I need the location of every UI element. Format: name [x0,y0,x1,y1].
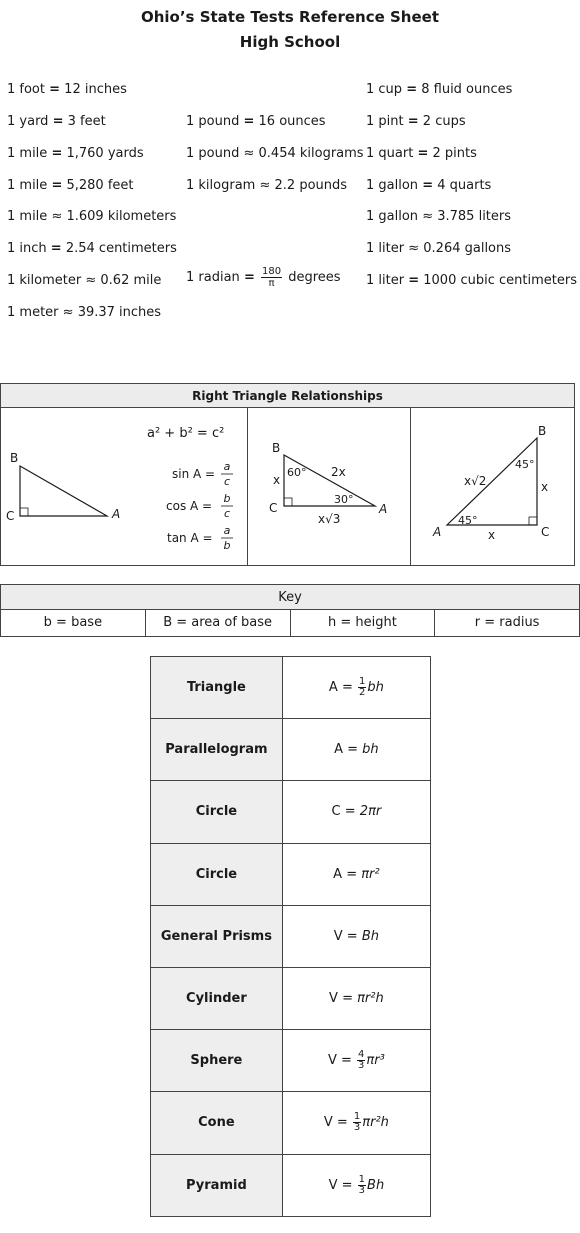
vertex-label-b: B [538,424,546,438]
section-divider [410,408,411,565]
angle-60-label: 60° [287,466,307,479]
hypotenuse-label: 2x [331,465,346,479]
conversion-quart-pints: 1 quart = 2 pints [366,146,477,161]
vertex-label-c: C [6,509,14,523]
sin-formula: sin A = a c [172,460,233,488]
triangle-30-60-90: B C A 60° 30° 2x x x√3 [269,441,387,526]
conversion-mile-kilometers: 1 mile ≈ 1.609 kilometers [7,209,177,224]
short-leg-label: x [273,473,280,487]
right-triangle-section: Right Triangle Relationships B C A a² + … [0,383,575,566]
cos-label: cos A = [166,499,212,513]
formula-expression: A = bh [281,718,432,782]
formula-expression: V = πr²h [281,966,432,1031]
sin-label: sin A = [172,467,215,481]
page-subtitle: High School [239,33,341,51]
conversion-cup-ounces: 1 cup = 8 fluid ounces [366,82,513,97]
formula-expression: V = Bh [281,904,432,968]
formula-name: Parallelogram [150,718,283,782]
key-item-area-of-base: B = area of base [146,610,291,636]
key-row: b = base B = area of base h = height r =… [1,610,579,636]
tan-formula: tan A = a b [167,524,233,552]
conversion-pound-ounces: 1 pound = 16 ounces [186,114,326,129]
sin-num: a [224,460,231,473]
vertex-label-c: C [541,525,549,539]
formula-name: Circle [150,842,283,906]
key-section: Key b = base B = area of base h = height… [0,584,580,637]
vertex-label-a: A [111,507,120,521]
conversion-liter-cubic-cm: 1 liter = 1000 cubic centimeters [366,273,577,288]
formula-name: General Prisms [150,904,283,968]
formula-expression: A = πr² [281,842,432,906]
conversion-gallon-liters: 1 gallon ≈ 3.785 liters [366,209,512,224]
conversion-meter-inches: 1 meter ≈ 39.37 inches [7,305,162,320]
key-item-base: b = base [1,610,146,636]
page-title: Ohio’s State Tests Reference Sheet [140,8,439,26]
key-header: Key [1,585,579,610]
formula-name: Cone [150,1091,283,1155]
tan-label: tan A = [167,531,213,545]
long-leg-label: x√3 [318,512,340,526]
conversion-yard-feet: 1 yard = 3 feet [7,114,106,129]
conversion-pound-kilograms: 1 pound ≈ 0.454 kilograms [186,146,364,161]
key-item-height: h = height [291,610,436,636]
vertical-leg-label: x [541,480,548,494]
formula-expression: C = 2πr [281,780,432,844]
conversion-kilogram-pounds: 1 kilogram ≈ 2.2 pounds [186,178,348,193]
cos-num: b [224,492,231,505]
conversion-kilometer-mile: 1 kilometer ≈ 0.62 mile [7,273,162,288]
table-row: Parallelogram A = bh [150,718,432,782]
vertex-label-b: B [272,441,280,455]
key-item-radius: r = radius [474,615,540,630]
tan-den: b [224,539,231,552]
sin-den: c [224,475,230,488]
angle-30-label: 30° [334,493,354,506]
vertex-label-a: A [432,525,441,539]
vertex-label-a: A [378,502,387,516]
pythagorean-theorem: a² + b² = c² [147,426,224,441]
conversion-pint-cups: 1 pint = 2 cups [366,114,466,129]
conversion-liter-gallons: 1 liter ≈ 0.264 gallons [366,241,512,256]
cos-den: c [224,507,230,520]
section-divider [247,408,248,565]
conversion-inch-centimeters: 1 inch = 2.54 centimeters [7,241,177,256]
conversion-mile-yards: 1 mile = 1,760 yards [7,146,144,161]
vertex-label-c: C [269,501,277,515]
formula-name: Triangle [150,655,283,720]
formula-name: Sphere [150,1029,283,1093]
conversion-foot-inches: 1 foot = 12 inches [7,82,127,97]
triangle-45-45-90: B C A 45° 45° x√2 x x [432,424,549,542]
formula-name: Circle [150,780,283,844]
formula-name: Cylinder [150,966,283,1031]
table-row: Circle A = πr² [150,842,432,906]
conversion-gallon-quarts: 1 gallon = 4 quarts [366,178,492,193]
tan-num: a [224,524,231,537]
angle-45-bottom-label: 45° [458,514,478,527]
right-triangle-diagrams: B C A a² + b² = c² sin A = a c cos A = b… [6,424,549,552]
cos-formula: cos A = b c [166,492,233,520]
vertex-label-b: B [10,451,18,465]
general-right-triangle: B C A [6,451,120,523]
formula-name: Pyramid [150,1153,283,1217]
conversion-mile-feet: 1 mile = 5,280 feet [7,178,134,193]
right-triangle-header: Right Triangle Relationships [1,384,574,408]
hypotenuse-label: x√2 [464,474,486,488]
horizontal-leg-label: x [488,528,495,542]
table-row: General Prisms V = Bh [150,904,432,968]
angle-45-top-label: 45° [515,458,535,471]
table-row: Circle C = 2πr [150,780,432,844]
table-row: Cylinder V = πr²h [150,966,432,1031]
